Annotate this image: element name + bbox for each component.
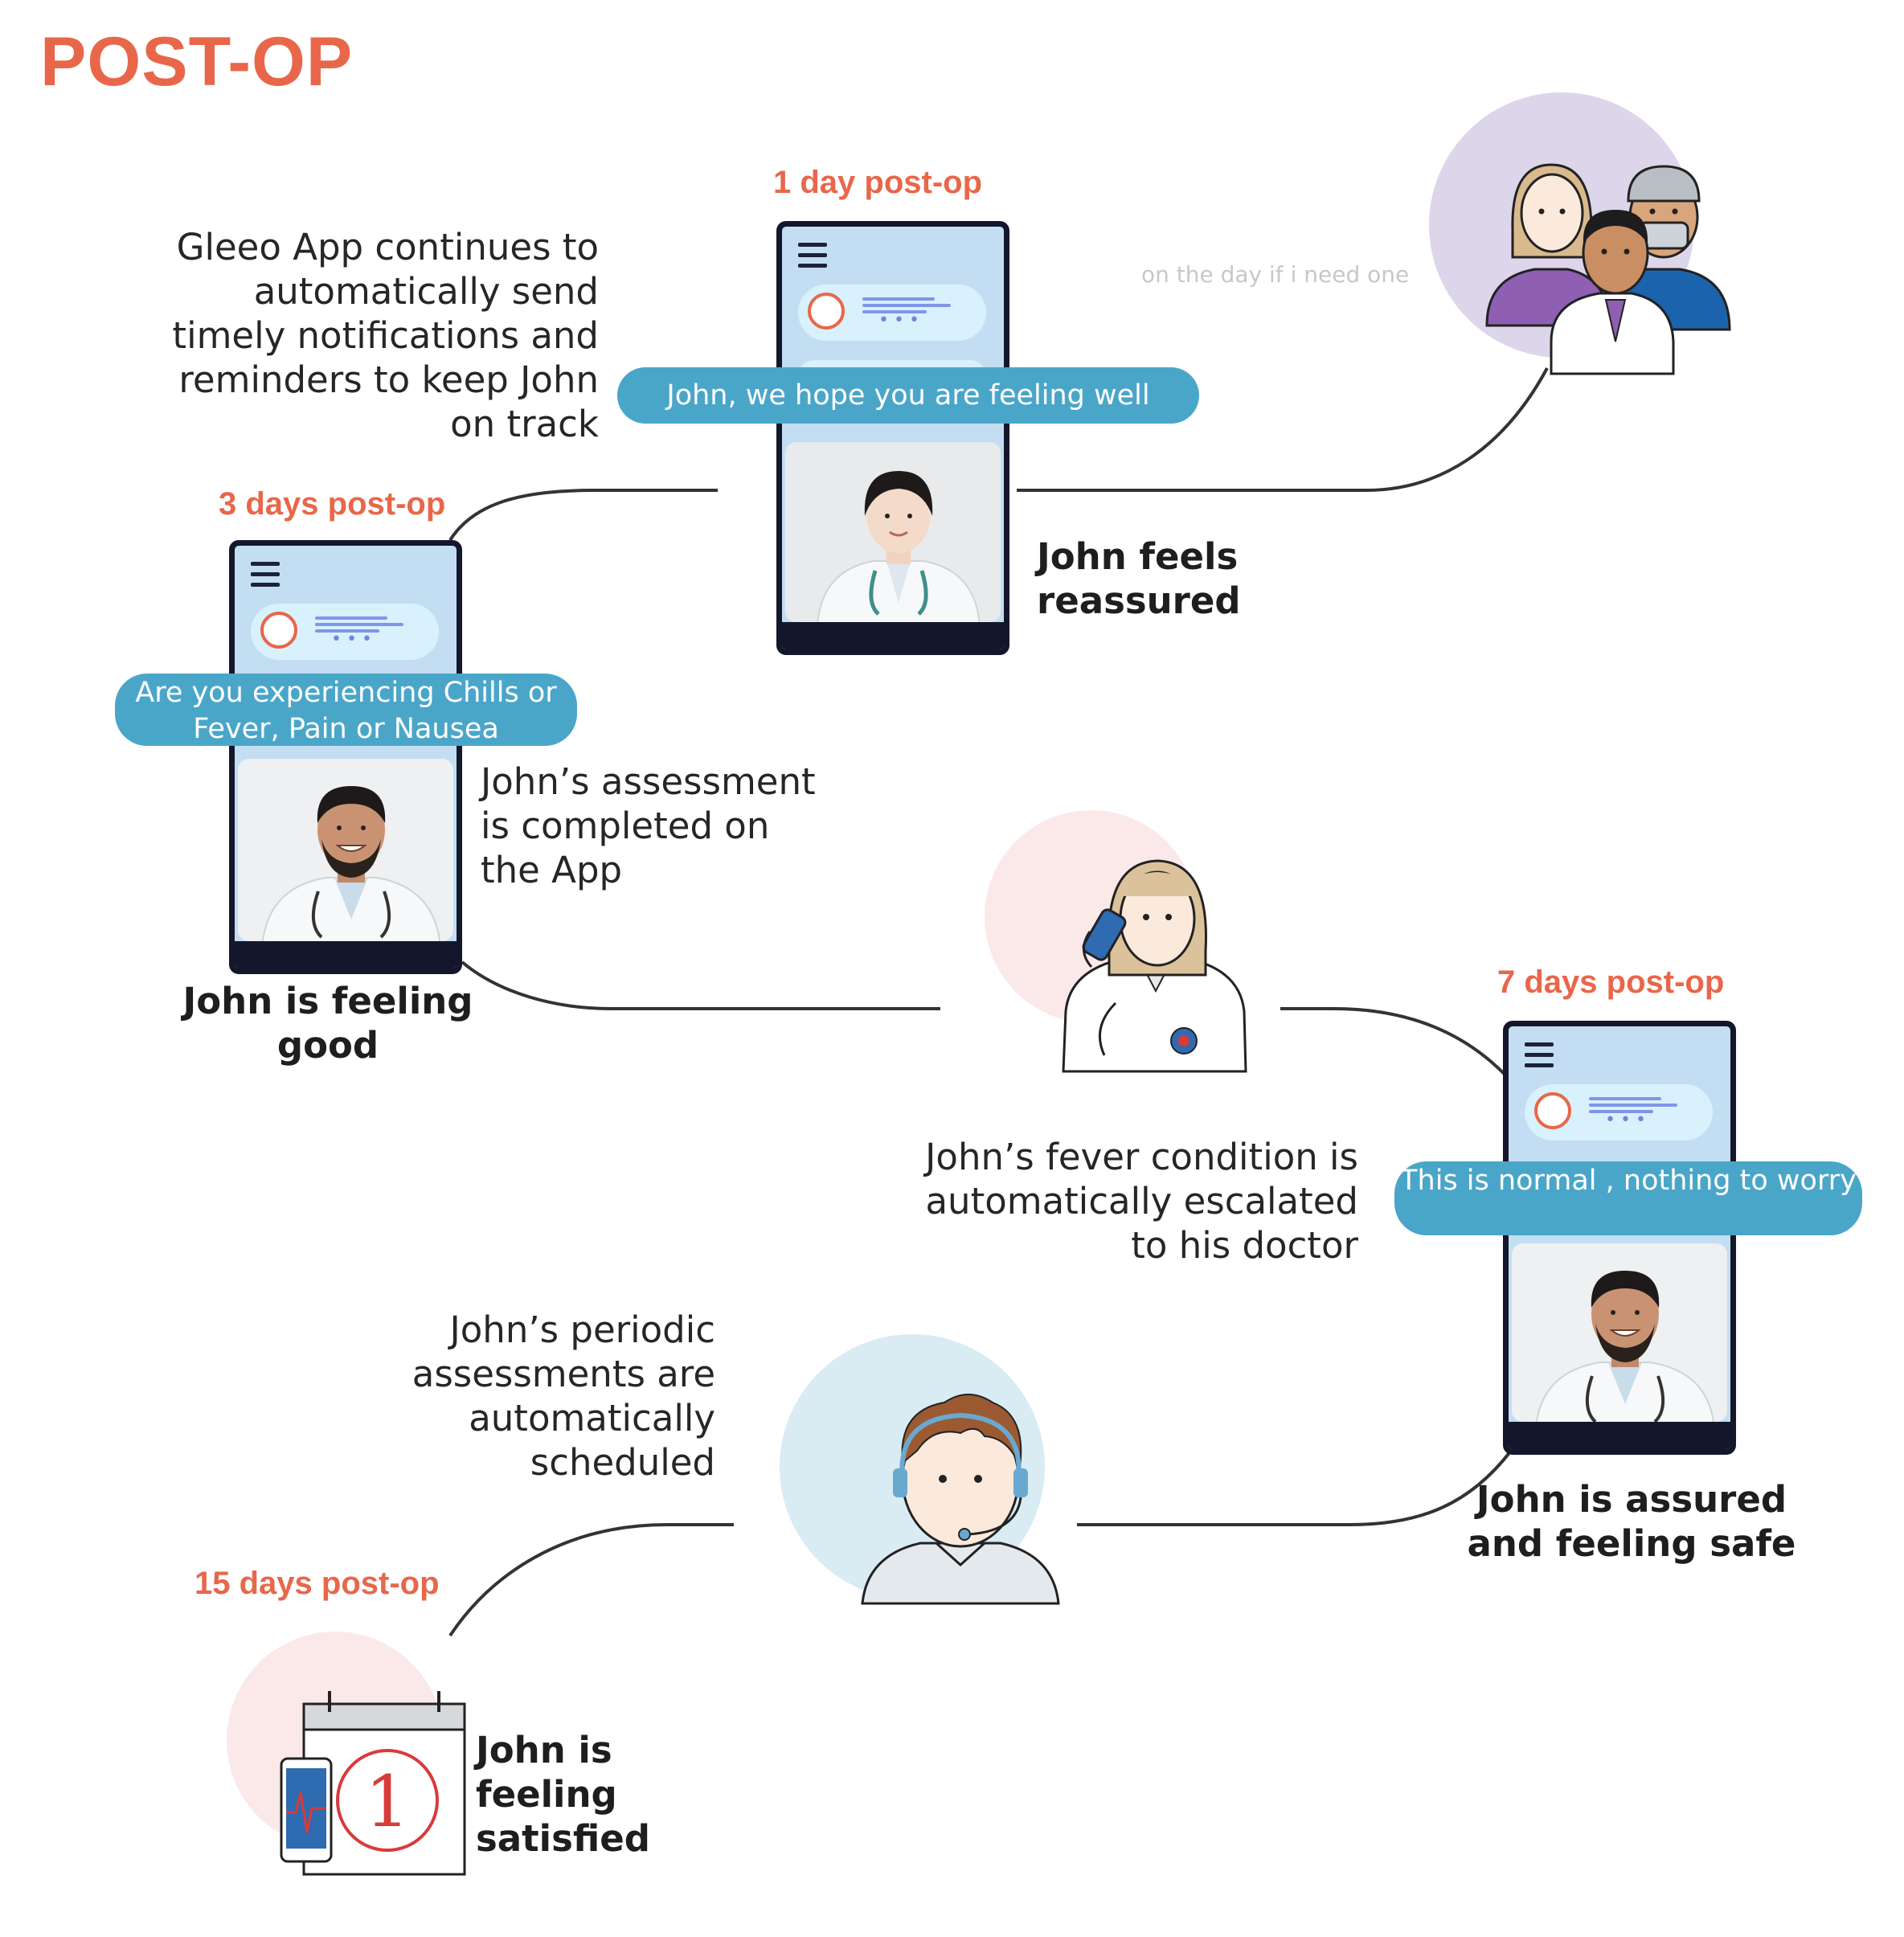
support-agent-icon — [861, 1394, 1060, 1605]
connector-nurse-to-day7 — [1280, 1007, 1513, 1083]
menu-icon — [798, 243, 827, 268]
message-bubble-day1: John, we hope you are feeling well — [617, 367, 1199, 424]
phone-day3: ••• — [229, 540, 462, 974]
connector-day3-to-nurse — [461, 960, 940, 1010]
doctor-avatar-icon — [260, 612, 297, 649]
chat-preview: ••• — [798, 285, 986, 341]
connector-agent-to-day15 — [448, 1523, 734, 1637]
periodic-text: John’s periodic assessments are automati… — [412, 1308, 715, 1484]
chat-preview: ••• — [1525, 1084, 1713, 1140]
phone-day1: ••• — [776, 221, 1009, 655]
chat-preview: ••• — [251, 604, 439, 660]
message-bubble-day3: Are you experiencing Chills or Fever, Pa… — [115, 674, 577, 746]
stage-label-day7: 7 days post-op — [1497, 964, 1725, 1000]
outcome-reassured: John feels reassured — [1037, 535, 1241, 622]
doctor-avatar-icon — [808, 293, 845, 330]
calendar-phone-icon: 1 — [280, 1691, 466, 1876]
connector-day7-to-agent — [1077, 1449, 1513, 1526]
calendar-number: 1 — [365, 1760, 410, 1843]
connector-carteam-to-day1 — [1017, 367, 1549, 492]
assessment-text: John’s assessment is completed on the Ap… — [481, 760, 816, 891]
stage-label-day3: 3 days post-op — [219, 486, 446, 522]
escalated-text: John’s fever condition is automatically … — [925, 1136, 1358, 1267]
outcome-assured-safe: John is assured and feeling safe — [1467, 1478, 1796, 1565]
doctor-photo — [238, 759, 453, 941]
page-title: POST-OP — [40, 23, 354, 100]
outcome-satisfied: John is feeling satisfied — [476, 1729, 650, 1860]
doctor-photo — [1512, 1243, 1727, 1422]
connector-day1-to-day3 — [448, 489, 718, 542]
menu-icon — [251, 562, 280, 587]
care-team-icon — [1485, 163, 1731, 375]
doctor-avatar-icon — [1534, 1092, 1571, 1129]
outcome-feeling-good: John is feeling good — [182, 980, 473, 1067]
doctor-photo — [785, 442, 1001, 622]
message-bubble-day7: This is normal , nothing to worry — [1394, 1161, 1862, 1235]
menu-icon — [1525, 1042, 1554, 1067]
phone-day7: ••• — [1503, 1021, 1736, 1455]
stage-label-day15: 15 days post-op — [194, 1566, 440, 1601]
faint-caption: on the day if i need one — [1141, 261, 1410, 288]
stage-label-day1: 1 day post-op — [773, 165, 983, 200]
gleeo-notification-text: Gleeo App continues to automatically sen… — [172, 226, 599, 445]
nurse-phone-icon — [1062, 859, 1247, 1073]
